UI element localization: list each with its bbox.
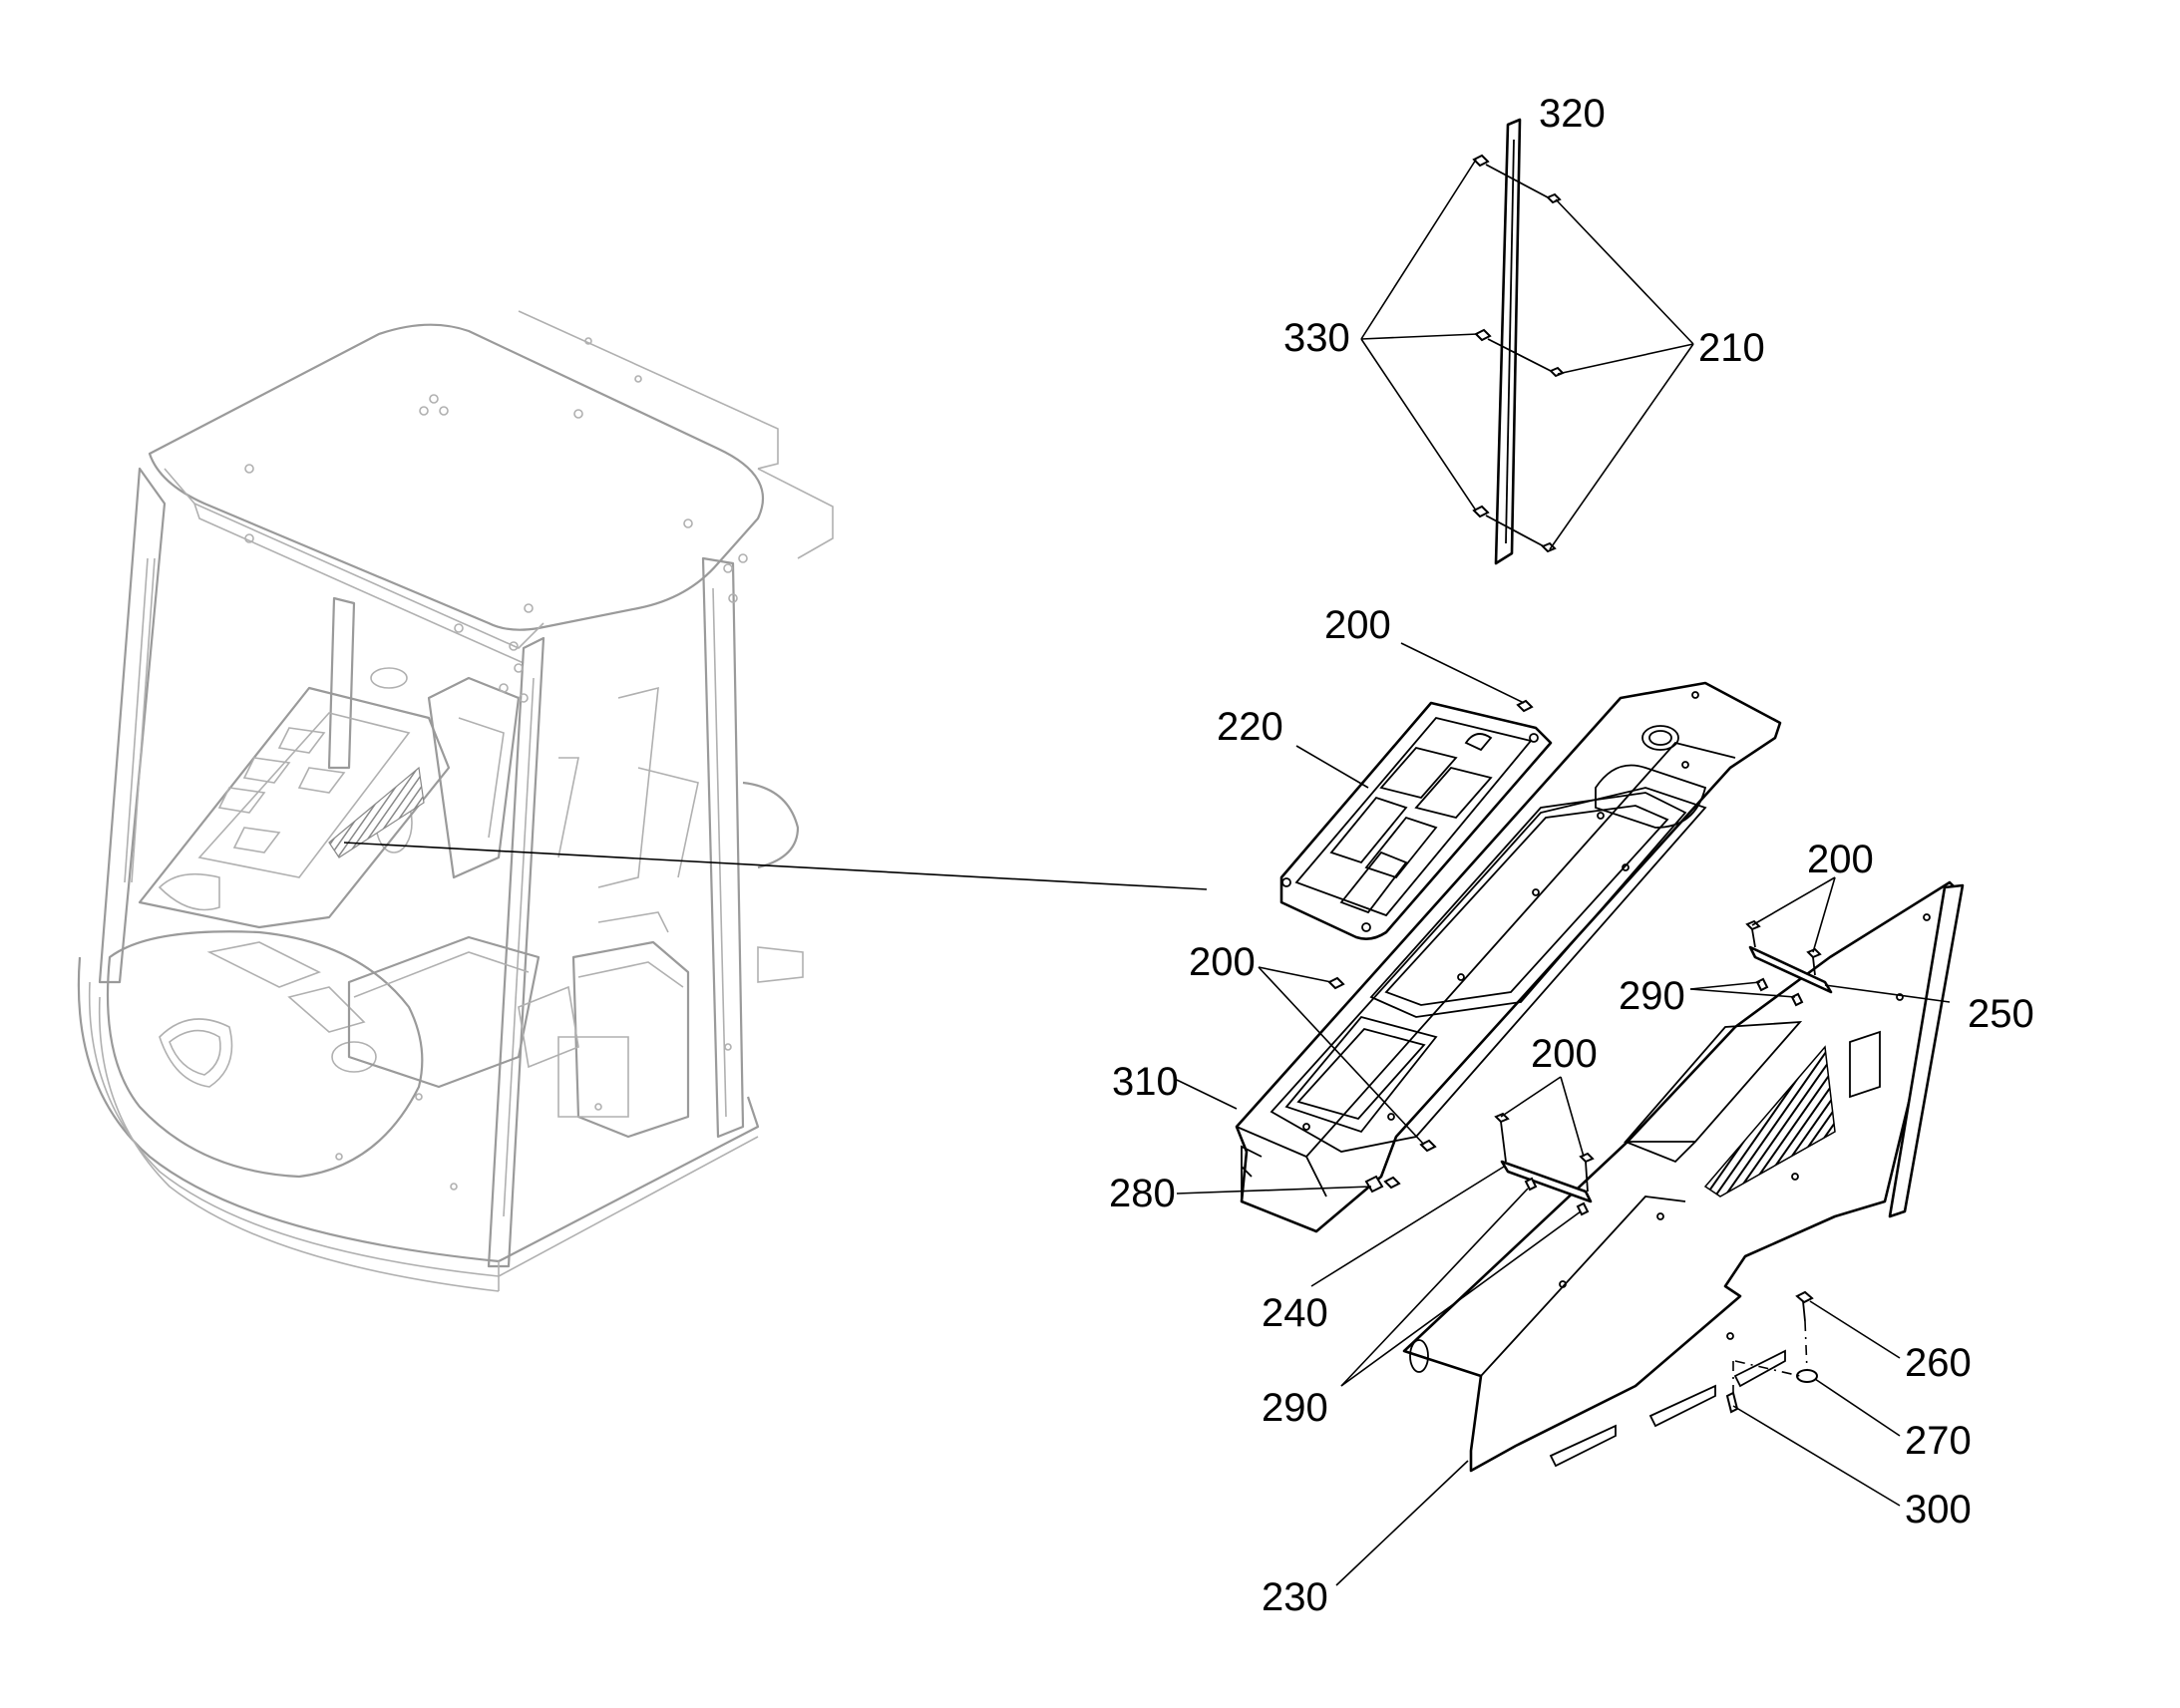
cab-rear-right-pillar [701, 556, 745, 1139]
side-panel-grille [1703, 1045, 1836, 1197]
location-pointer-line [343, 842, 1208, 890]
callout-200-right: 200 [1807, 838, 1874, 881]
cab-base [77, 956, 760, 1263]
cab-seat [571, 940, 690, 1139]
part-240-bracket [1494, 1112, 1595, 1216]
cab-roof [148, 323, 765, 631]
callout-200-top: 200 [1324, 603, 1391, 647]
part-220-cover [1279, 701, 1553, 940]
cab-front-right-pillar [487, 636, 545, 1268]
callout-280: 280 [1109, 1172, 1176, 1215]
callout-230: 230 [1262, 1575, 1328, 1619]
part-310-console [1235, 681, 1782, 1233]
callout-labels: 320 330 210 200 220 200 200 290 250 310 … [1109, 92, 2034, 1619]
callout-240: 240 [1262, 1291, 1328, 1335]
cab-side-console [138, 686, 451, 929]
fastener-200-group [1327, 699, 1534, 1190]
callout-330: 330 [1283, 316, 1350, 360]
cab-dashboard [106, 930, 424, 1179]
leader-lines [1176, 159, 1951, 1586]
callout-260: 260 [1905, 1341, 1972, 1385]
part-250-bracket [1745, 919, 1833, 1007]
callout-310: 310 [1112, 1060, 1179, 1104]
callout-300: 300 [1905, 1488, 1972, 1532]
callout-200-mid-left: 200 [1189, 940, 1256, 984]
callout-270: 270 [1905, 1419, 1972, 1463]
callout-290-lower: 290 [1262, 1386, 1328, 1430]
callout-290-upper: 290 [1619, 974, 1685, 1018]
part-230-side-panel [1402, 880, 1965, 1473]
callout-320: 320 [1539, 92, 1606, 136]
callout-200-lower: 200 [1531, 1032, 1598, 1076]
part-320-strip [1472, 118, 1565, 565]
fastener-330 [1472, 154, 1492, 518]
cab-front-left-pillar [98, 467, 167, 984]
cab-grille-highlight [328, 766, 425, 858]
callout-210: 210 [1698, 326, 1765, 370]
callout-250: 250 [1968, 992, 2034, 1036]
callout-220: 220 [1217, 705, 1283, 749]
cab-assembly [77, 310, 834, 1292]
